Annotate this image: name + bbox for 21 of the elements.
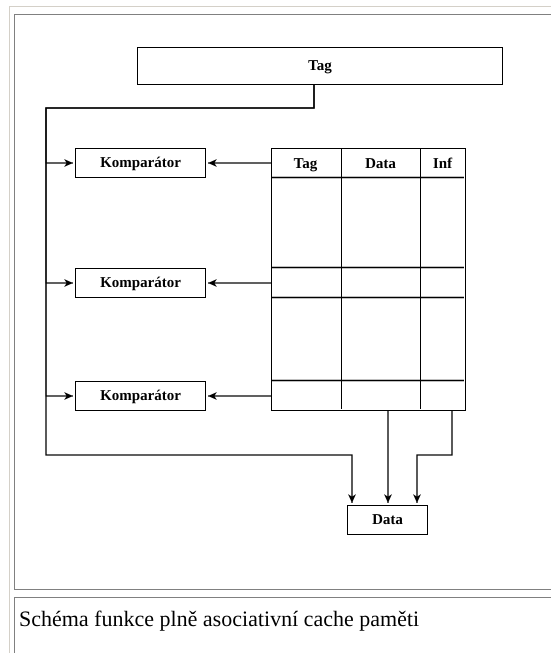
- figure-caption: Schéma funkce plně asociativní cache paměti: [19, 606, 420, 632]
- process-box: [75, 268, 206, 298]
- box-label: Komparátor: [100, 154, 181, 172]
- box-label: Komparátor: [100, 274, 181, 292]
- box-label: Data: [372, 512, 403, 528]
- arrow: [384, 411, 392, 503]
- box-label: Tag: [308, 58, 332, 74]
- memory-table: [271, 148, 466, 411]
- process-box: [347, 505, 428, 535]
- process-box: [75, 148, 206, 178]
- arrow: [45, 85, 356, 503]
- arrow: [412, 411, 453, 503]
- column-header: Data: [364, 154, 397, 174]
- column-header: Tag: [292, 154, 318, 174]
- arrow: [208, 278, 271, 288]
- box-label: Komparátor: [100, 388, 181, 404]
- process-box: [137, 47, 503, 85]
- process-box: [75, 381, 206, 411]
- arrow: [208, 392, 271, 400]
- arrow: [208, 158, 271, 168]
- column-header: Inf: [432, 154, 454, 174]
